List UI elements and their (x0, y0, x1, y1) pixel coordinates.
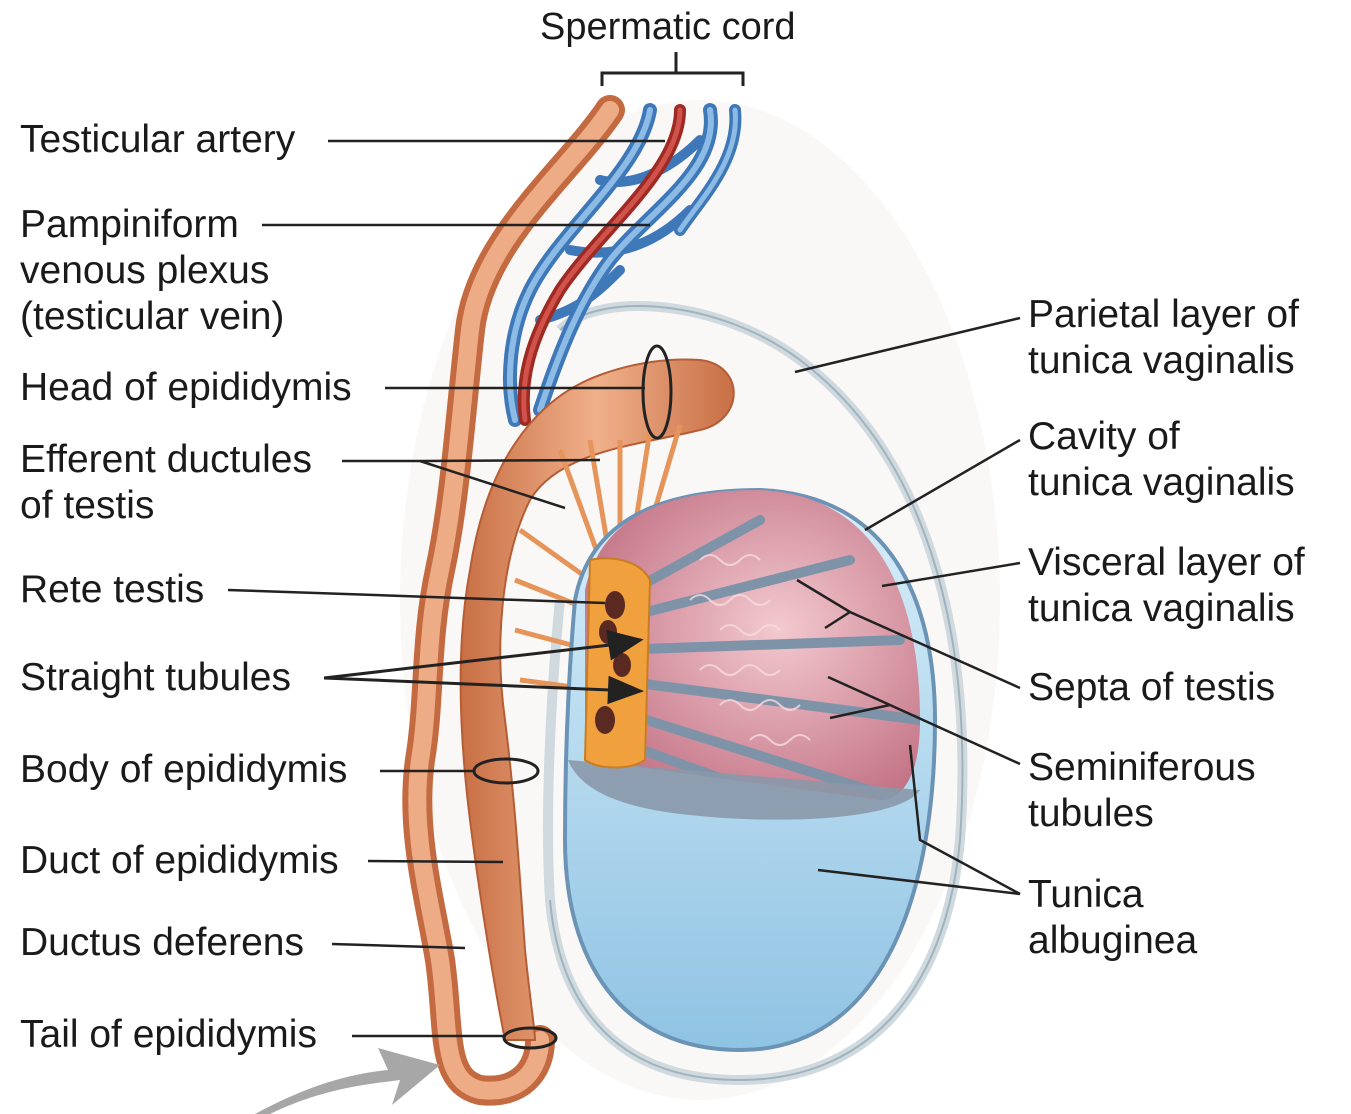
label-septa-of-testis: Septa of testis (1028, 665, 1275, 711)
spermatic-cord-label: Spermatic cord (540, 4, 796, 50)
spermatic-cord-bracket (602, 52, 743, 86)
label-pampiniform-plexus: Pampiniform venous plexus (testicular ve… (20, 202, 284, 340)
label-tail-of-epididymis: Tail of epididymis (20, 1012, 317, 1058)
label-efferent-ductules: Efferent ductules of testis (20, 437, 312, 529)
label-straight-tubules: Straight tubules (20, 655, 291, 701)
label-cavity-tunica-vaginalis: Cavity of tunica vaginalis (1028, 414, 1295, 506)
label-tunica-albuginea: Tunica albuginea (1028, 872, 1197, 964)
label-seminiferous-tubules: Seminiferous tubules (1028, 745, 1256, 837)
label-ductus-deferens: Ductus deferens (20, 920, 304, 966)
label-visceral-layer: Visceral layer of tunica vaginalis (1028, 540, 1305, 632)
label-head-of-epididymis: Head of epididymis (20, 365, 352, 411)
label-rete-testis: Rete testis (20, 567, 204, 613)
label-testicular-artery: Testicular artery (20, 117, 295, 163)
label-parietal-layer: Parietal layer of tunica vaginalis (1028, 292, 1299, 384)
label-body-of-epididymis: Body of epididymis (20, 747, 347, 793)
label-duct-of-epididymis: Duct of epididymis (20, 838, 339, 884)
